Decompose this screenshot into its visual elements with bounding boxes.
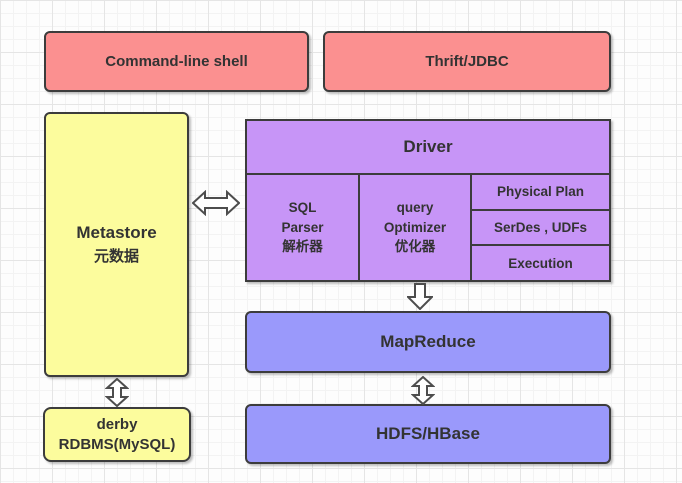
query-optimizer-box: query Optimizer 优化器 [358, 175, 470, 280]
sql-parser-line2: Parser [281, 219, 324, 235]
driver-title: Driver [247, 121, 609, 175]
mapreduce-box: MapReduce [245, 311, 611, 373]
mapreduce-hdfs-arrow [411, 376, 435, 405]
execution-box: Execution [472, 244, 609, 280]
thrift-jdbc-label: Thrift/JDBC [425, 53, 509, 70]
derby-line1: derby [96, 416, 138, 433]
sql-parser-line1: SQL [288, 200, 317, 216]
command-line-shell-label: Command-line shell [105, 53, 248, 70]
driver-title-label: Driver [403, 137, 453, 156]
mapreduce-label: MapReduce [380, 332, 476, 351]
driver-body: SQL Parser 解析器 query Optimizer 优化器 Physi… [247, 175, 609, 280]
hdfs-hbase-label: HDFS/HBase [376, 424, 480, 443]
derby-line2: RDBMS(MySQL) [58, 435, 176, 453]
driver-stages-column: Physical Plan SerDes , UDFs Execution [470, 175, 609, 280]
metastore-derby-arrow [105, 378, 129, 407]
driver-box: Driver SQL Parser 解析器 query Optimizer 优化… [245, 119, 611, 282]
thrift-jdbc-box: Thrift/JDBC [323, 31, 611, 92]
sql-parser-line3: 解析器 [282, 239, 323, 255]
serdes-udfs-box: SerDes , UDFs [472, 208, 609, 245]
metastore-title: Metastore [76, 223, 157, 243]
driver-mapreduce-arrow [407, 283, 433, 310]
query-optimizer-line3: 优化器 [394, 239, 436, 255]
physical-plan-box: Physical Plan [472, 175, 609, 209]
sql-parser-box: SQL Parser 解析器 [247, 175, 358, 280]
query-optimizer-line2: Optimizer [383, 219, 447, 235]
execution-label: Execution [508, 255, 573, 271]
hdfs-hbase-box: HDFS/HBase [245, 404, 611, 464]
query-optimizer-line1: query [396, 200, 434, 216]
command-line-shell-box: Command-line shell [44, 31, 309, 92]
physical-plan-label: Physical Plan [496, 184, 585, 200]
metastore-box: Metastore 元数据 [44, 112, 189, 377]
metastore-driver-arrow [192, 190, 240, 216]
metastore-subtitle: 元数据 [93, 247, 139, 265]
derby-rdbms-box: derby RDBMS(MySQL) [43, 407, 191, 462]
serdes-udfs-label: SerDes , UDFs [493, 220, 588, 235]
